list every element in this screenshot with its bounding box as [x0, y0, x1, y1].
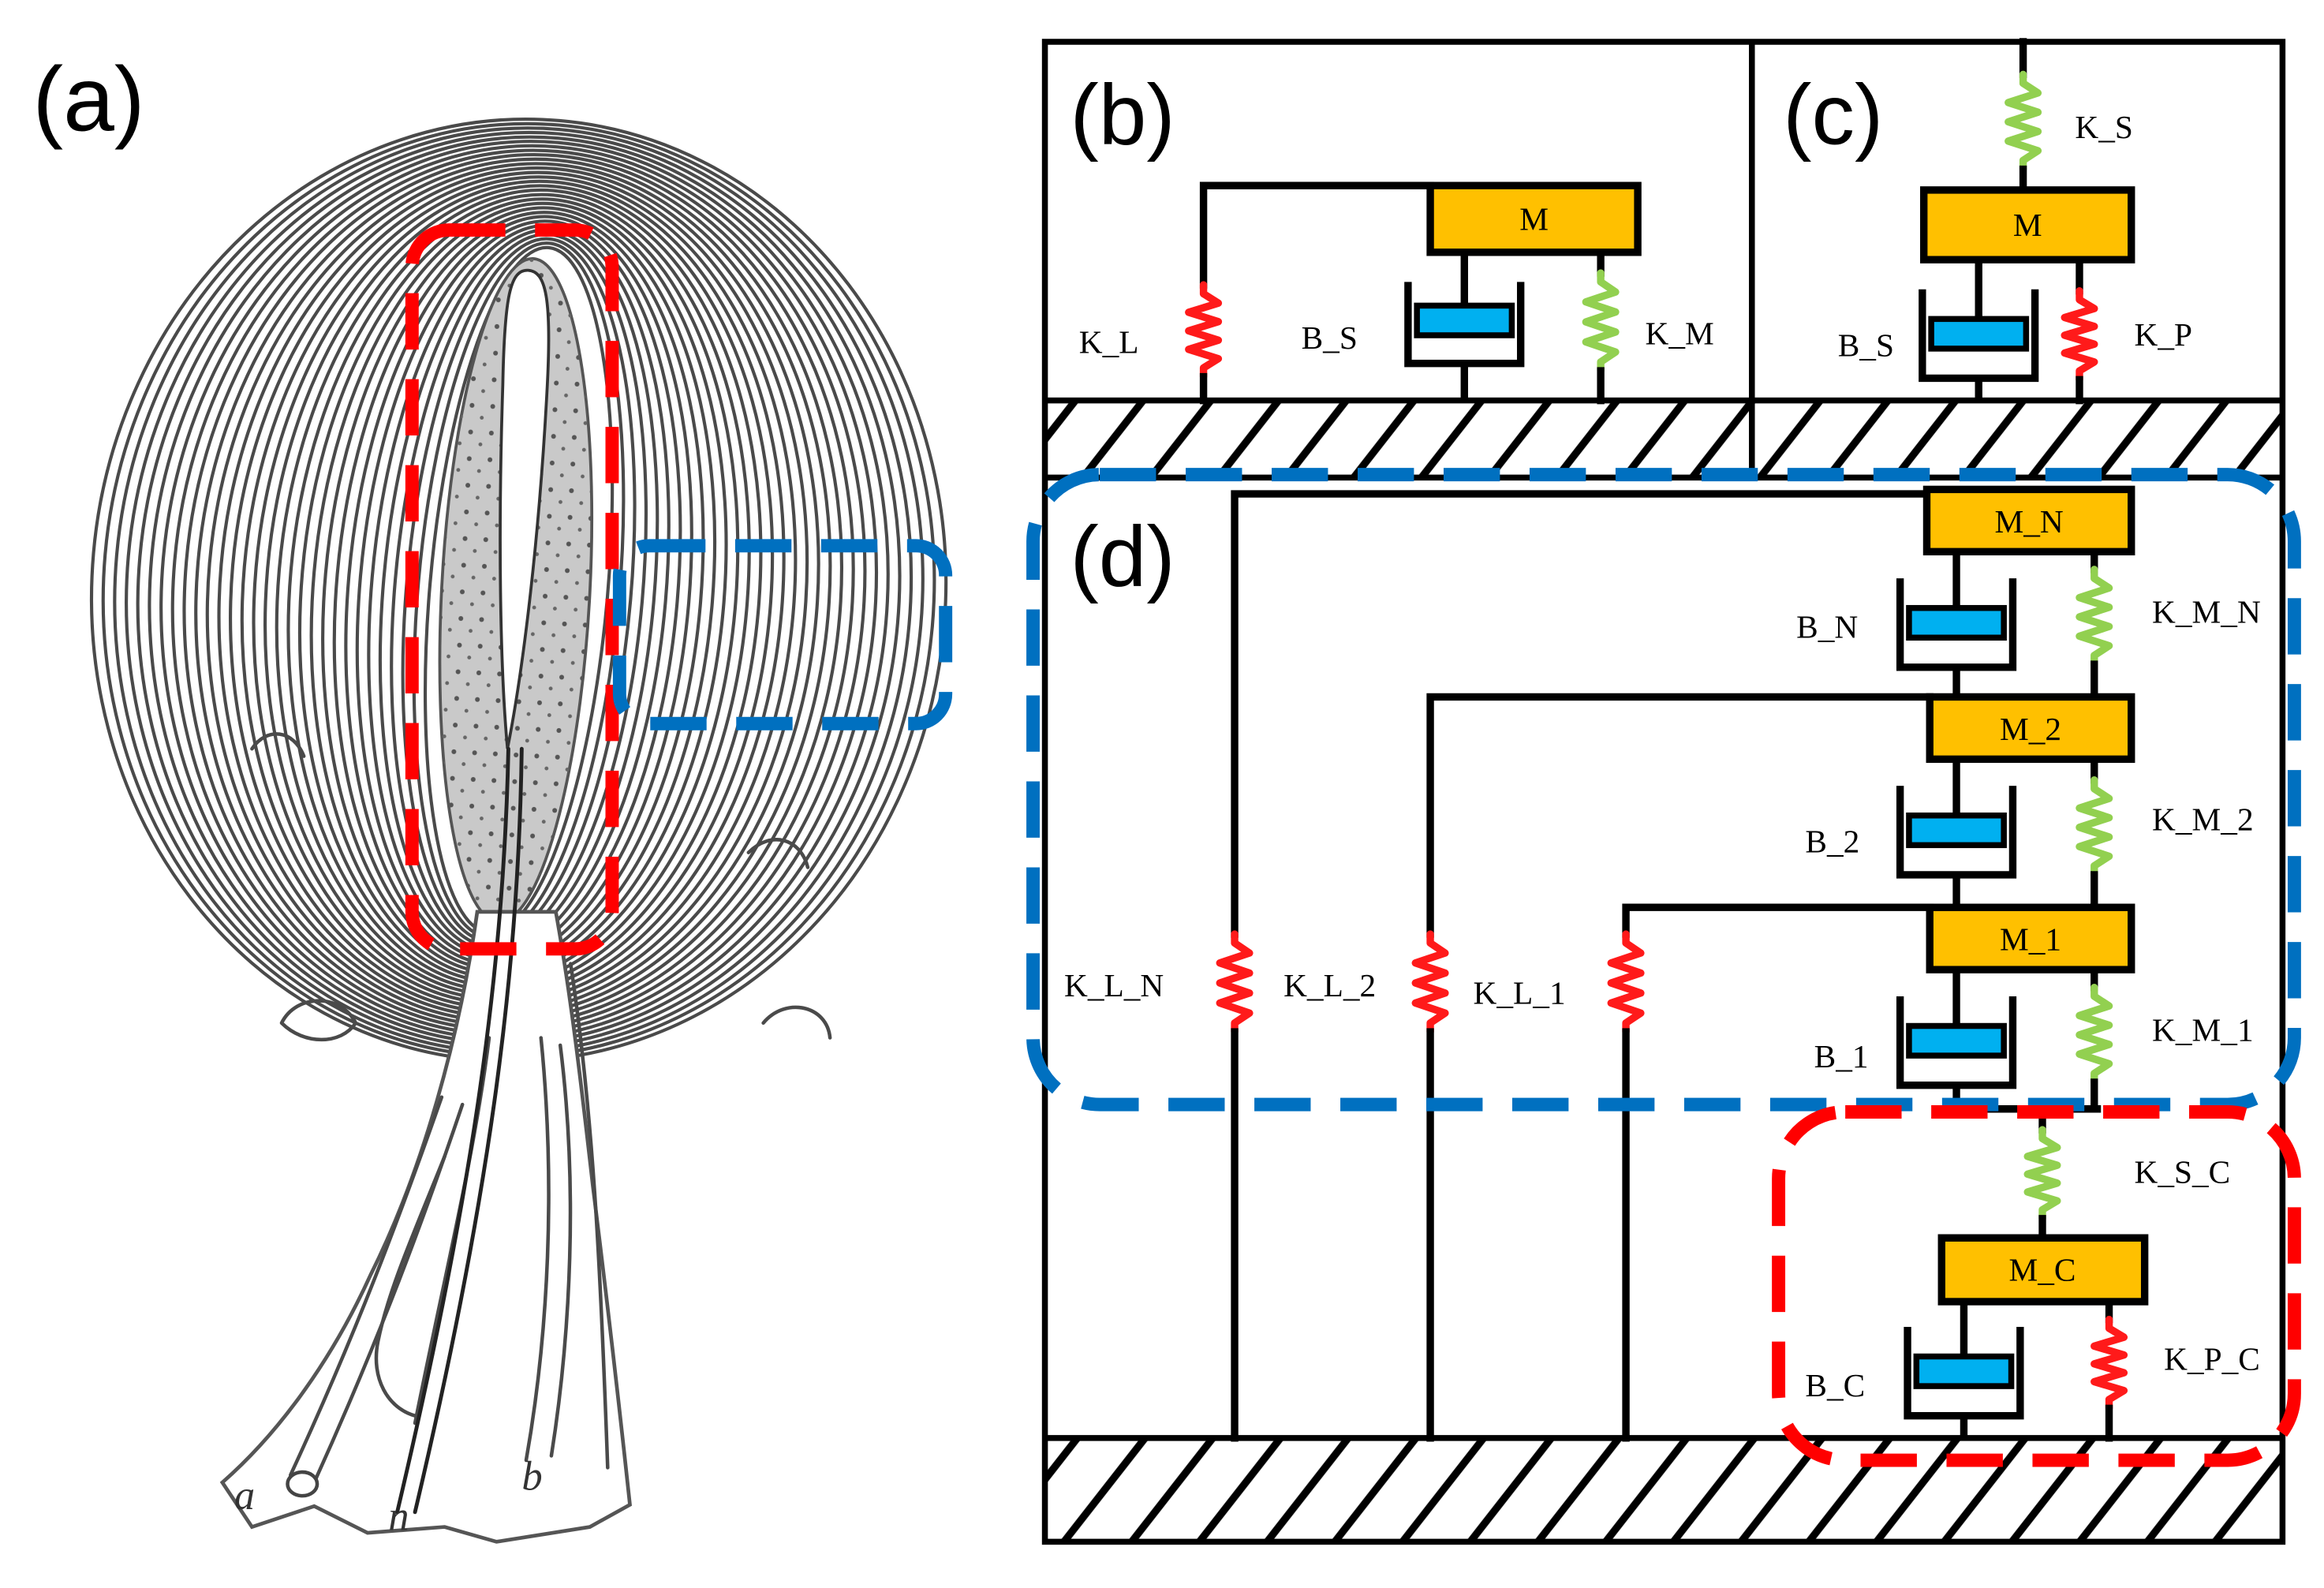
label-b-1: B_1 — [1814, 1038, 1869, 1074]
wire — [1426, 693, 1934, 938]
mass-m-c-box-label: M_C — [2009, 1252, 2076, 1288]
label-k-s-c: K_S_C — [2135, 1154, 2231, 1190]
label-b-2: B_2 — [1805, 824, 1859, 860]
panel-a-label: (a) — [32, 48, 144, 151]
label-k-m: K_M — [1645, 315, 1713, 351]
vessel-a-wall — [288, 1095, 444, 1478]
vessel-a-opening — [286, 1470, 319, 1498]
mass-m-c-box — [1937, 1234, 2149, 1306]
label-k-l-2: K_L_2 — [1283, 967, 1376, 1003]
highlight-lamellae — [612, 539, 953, 730]
inner-core — [438, 256, 594, 924]
spring-k-s-c — [2023, 1126, 2061, 1223]
damper-b-s-piston — [1414, 302, 1515, 338]
label-k-p-c: K_P_C — [2164, 1340, 2260, 1377]
spring-k-m-2 — [2076, 775, 2113, 879]
nerve-fiber — [395, 746, 510, 1515]
spring-k-p — [2061, 286, 2098, 384]
mass-m-2 — [1926, 693, 2135, 764]
surface-vessel-loop — [250, 732, 306, 758]
damper-b-1-piston — [1906, 1022, 2007, 1059]
panel-b-label: (b) — [1070, 67, 1175, 163]
nerve-fiber — [413, 746, 524, 1515]
label-k-p: K_P — [2135, 316, 2192, 353]
damper-b-c-piston — [1913, 1353, 2015, 1389]
label-b-c: B_C — [1805, 1367, 1865, 1403]
capsule-model: M_C K_S_C B_C K_P_C — [1805, 1105, 2260, 1442]
spring-k-l — [1185, 281, 1223, 381]
label-k-m-1: K_M_1 — [2152, 1011, 2254, 1048]
damper-b-s — [1404, 252, 1525, 401]
wire — [1231, 490, 1931, 938]
label-k-s: K_S — [2075, 109, 2133, 145]
wire — [1622, 903, 1934, 938]
mass-m-2-label: M_2 — [2000, 711, 2061, 747]
panel-c-label: (c) — [1783, 67, 1883, 163]
highlight-inner-core — [405, 223, 619, 956]
branch-b-wall — [549, 1043, 573, 1458]
damper-b-s-c-piston — [1928, 316, 2030, 352]
ground-top — [1044, 400, 2283, 478]
fiber — [374, 1154, 446, 1418]
label-k-m-2: K_M_2 — [2152, 801, 2254, 838]
damper-b-s-c — [1919, 260, 2039, 401]
mass-m-n-label: M_N — [1994, 503, 2063, 540]
label-b-s-c: B_S — [1838, 327, 1894, 363]
surface-vessel-loop — [746, 838, 810, 869]
spring-k-p-c — [2090, 1315, 2128, 1412]
panel-c: (c) M K_S B_S K_P — [1783, 38, 2192, 405]
ground-bottom — [1044, 1437, 2283, 1542]
highlight-core-model — [1772, 1105, 2301, 1467]
surface-vessel-loop — [761, 1005, 832, 1040]
drawing-letter-a: a — [234, 1473, 255, 1519]
panel-a: (a) a n b — [32, 48, 953, 1544]
fiber — [569, 962, 610, 1470]
damper-b-1 — [1896, 970, 2017, 1109]
surface-vessel-loop — [279, 999, 358, 1041]
damper-b-n-piston — [1906, 604, 2007, 641]
damper-b-2 — [1896, 759, 2017, 908]
spring-k-l-1 — [1607, 930, 1645, 1036]
mass-m-n — [1922, 485, 2135, 556]
outer-frame — [1041, 39, 2286, 1545]
wire — [1199, 181, 1434, 289]
panel-d-label: (d) — [1070, 509, 1175, 605]
damper-b-2-piston — [1906, 812, 2007, 849]
panel-d: (d) M_N M_2 M_1 B_N B_2 — [1064, 485, 2261, 1442]
label-k-l: K_L — [1079, 324, 1139, 361]
spring-k-l-2 — [1411, 930, 1449, 1036]
mass-m-c — [1920, 186, 2135, 263]
mass-m-1 — [1926, 903, 2135, 973]
mass-m-label: M — [1519, 201, 1549, 237]
damper-b-n — [1896, 551, 2017, 697]
mass-m-1-label: M_1 — [2000, 921, 2061, 958]
label-k-m-n: K_M_N — [2152, 593, 2261, 630]
spring-k-l-n — [1216, 930, 1254, 1036]
panel-b: (b) M K_L B_S K_M — [1070, 67, 1714, 405]
mass-m — [1426, 181, 1642, 256]
label-k-l-1: K_L_1 — [1474, 974, 1566, 1011]
spring-k-m-n — [2076, 566, 2113, 668]
highlight-lamella-model — [1026, 468, 2301, 1112]
branch-b-wall — [524, 1036, 551, 1463]
drawing-letter-n: n — [388, 1493, 409, 1539]
damper-b-c — [1904, 1301, 2024, 1438]
spring-k-m — [1582, 269, 1620, 375]
label-b-s: B_S — [1302, 319, 1358, 356]
drawing-letter-b: b — [521, 1454, 542, 1500]
spring-k-m-1 — [2076, 983, 2113, 1086]
mass-m-c-label: M — [2013, 207, 2042, 243]
label-k-l-n: K_L_N — [1064, 967, 1164, 1003]
vessel-a-wall — [312, 1102, 465, 1485]
label-b-n: B_N — [1796, 608, 1858, 645]
spring-k-s — [2005, 70, 2042, 174]
